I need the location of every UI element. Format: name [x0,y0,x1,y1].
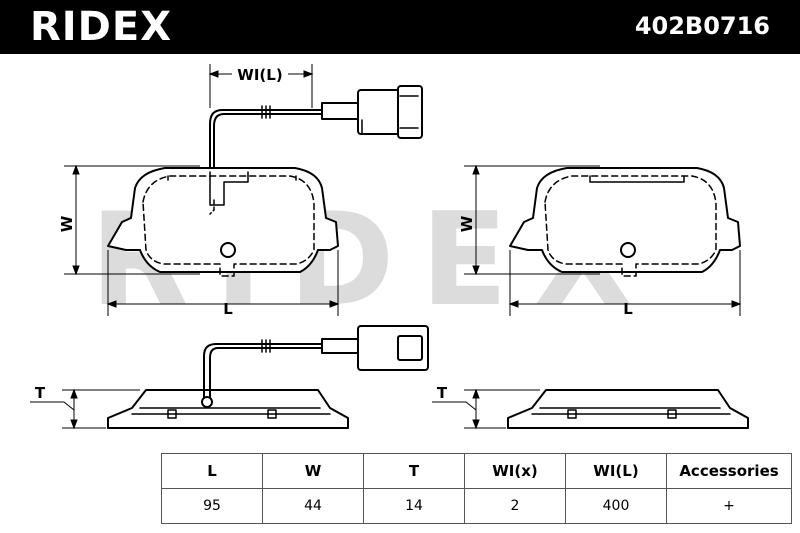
dim-label-thickness-left: T [35,384,46,402]
dim-label-length-left: L [223,300,233,318]
right-pad-side-view [507,389,749,429]
value-cell-length: 95 [161,488,263,524]
dim-label-wire-length: WI(L) [237,66,282,84]
part-number: 402B0716 [634,12,770,40]
header-cell-wire-count: WI(x) [464,453,566,489]
value-cell-width: 44 [262,488,364,524]
header-cell-thickness: T [363,453,465,489]
right-pad-front-view [509,167,741,277]
dim-label-width-right: W [458,215,476,232]
value-cell-wire-length: 400 [565,488,667,524]
specs-value-row: 95 44 14 2 400 + [161,488,792,524]
technical-drawing: WI(L) W L W L T T [30,64,749,430]
value-cell-thickness: 14 [363,488,465,524]
dim-label-width-left: W [58,215,76,232]
specs-header-row: L W T WI(x) WI(L) Accessories [161,453,792,489]
value-cell-accessories: + [666,488,792,524]
left-pad-front-view [107,167,339,277]
dim-label-thickness-right: T [437,384,448,402]
left-wire-sensor [209,85,423,169]
value-cell-wire-count: 2 [464,488,566,524]
header-cell-wire-length: WI(L) [565,453,667,489]
header-cell-width: W [262,453,364,489]
dim-label-length-right: L [623,300,633,318]
header-cell-accessories: Accessories [666,453,792,489]
header-cell-length: L [161,453,263,489]
specs-table: L W T WI(x) WI(L) Accessories 95 44 14 2… [161,453,792,524]
left-pad-side-view [107,325,429,429]
header-bar: RIDEX 402B0716 [0,0,800,54]
brand-logo: RIDEX [30,4,173,50]
